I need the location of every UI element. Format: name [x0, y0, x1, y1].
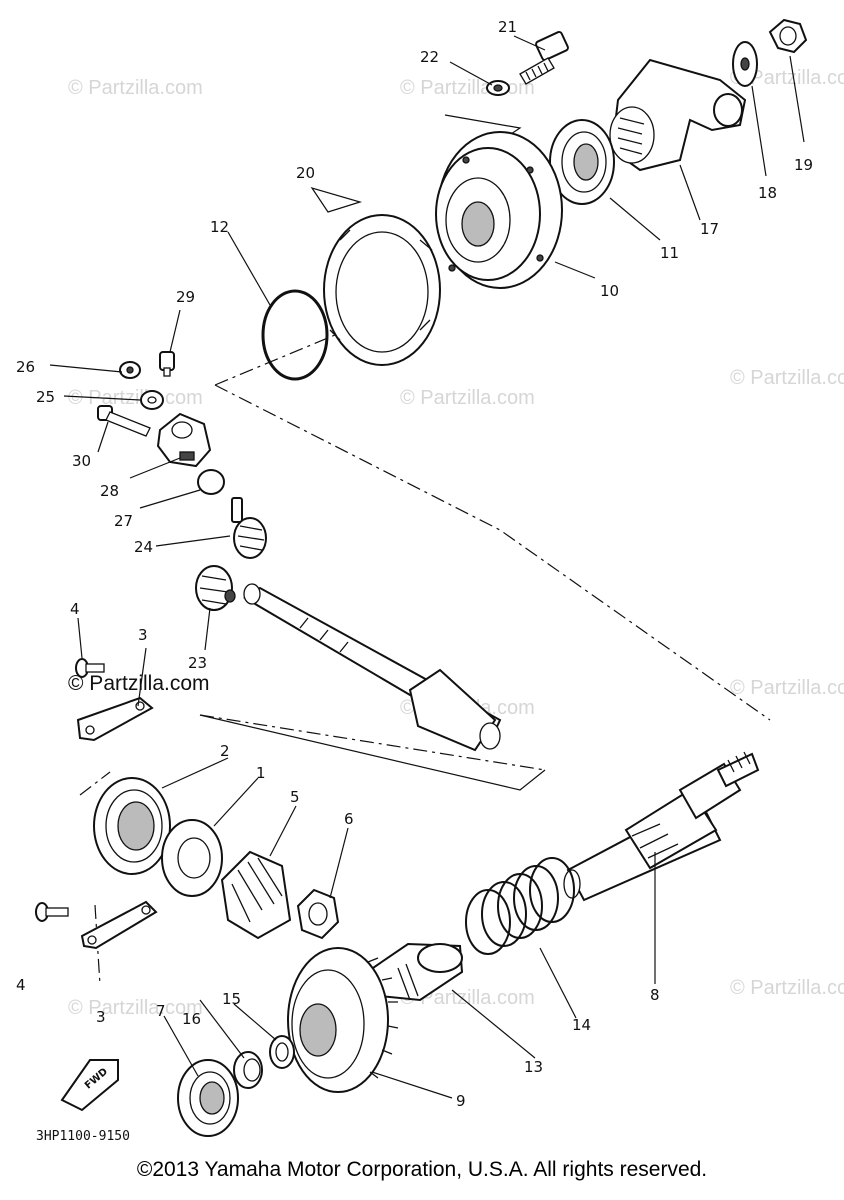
washer-25 [140, 390, 164, 410]
callout-14: 14 [572, 1016, 591, 1034]
callout-12: 12 [210, 218, 229, 236]
callout-20: 20 [296, 164, 315, 182]
callout-19: 19 [794, 156, 813, 174]
callout-6: 6 [344, 810, 354, 828]
watermark: © Partzilla.com [400, 77, 535, 99]
watermark: © Partzilla.com [400, 987, 535, 1009]
washer-22 [486, 80, 510, 96]
oil-seal-11 [549, 119, 615, 205]
callout-numbers: 21 22 19 18 17 11 10 20 12 29 26 25 30 2… [16, 18, 813, 1110]
callout-28: 28 [100, 482, 119, 500]
bracket-28 [156, 412, 212, 468]
bearing-2 [93, 777, 171, 875]
leader-lines [49, 35, 805, 1099]
spring-14 [465, 857, 575, 955]
housing-10 [435, 131, 563, 289]
callout-5: 5 [290, 788, 300, 806]
bearing-7 [177, 1059, 239, 1137]
watermark: © Partzilla.com [68, 997, 203, 1019]
gear-24 [231, 497, 267, 559]
o-ring-27 [197, 469, 225, 495]
bolt-4-lower [35, 902, 69, 922]
o-ring-12 [261, 289, 329, 381]
watermark: © Partzilla.com [730, 367, 844, 389]
callout-9: 9 [456, 1092, 466, 1110]
callout-24: 24 [134, 538, 153, 556]
callout-7: 7 [156, 1002, 166, 1020]
callout-4-lower: 4 [16, 976, 26, 994]
callout-10: 10 [600, 282, 619, 300]
callout-3-lower: 3 [96, 1008, 106, 1026]
gasket-20 [323, 214, 441, 366]
bolt-30 [97, 405, 151, 437]
pinion-gear-5 [220, 850, 292, 940]
plate-3-lower [80, 900, 158, 950]
copyright-notice: ©2013 Yamaha Motor Corporation, U.S.A. A… [136, 1158, 708, 1181]
callout-17: 17 [700, 220, 719, 238]
callout-16: 16 [182, 1010, 201, 1028]
watermark: © Partzilla.com [68, 387, 203, 409]
callout-1: 1 [256, 764, 266, 782]
screw-29 [159, 351, 175, 377]
collar-16 [233, 1051, 263, 1089]
fwd-arrow-icon: FWD [60, 1059, 119, 1112]
watermark: © Partzilla.com [730, 977, 844, 999]
drive-shaft [243, 583, 502, 752]
callout-30: 30 [72, 452, 91, 470]
shim-1 [161, 819, 223, 897]
shaft-8 [563, 751, 760, 902]
plate-3-upper [76, 696, 154, 742]
callout-26: 26 [16, 358, 35, 376]
ring-gear-9 [287, 947, 399, 1093]
callout-22: 22 [420, 48, 439, 66]
watermark: © Partzilla.com [68, 77, 203, 99]
callout-13: 13 [524, 1058, 543, 1076]
nut-6 [296, 888, 340, 940]
callout-11: 11 [660, 244, 679, 262]
callout-23: 23 [188, 654, 207, 672]
watermark: © Partzilla.com [730, 677, 844, 699]
callout-25: 25 [36, 388, 55, 406]
nut-19 [768, 18, 808, 54]
callout-4-upper: 4 [70, 600, 80, 618]
gear-23 [195, 565, 236, 611]
callout-29: 29 [176, 288, 195, 306]
callout-15: 15 [222, 990, 241, 1008]
bolt-21 [519, 31, 569, 85]
washer-18 [732, 41, 758, 87]
bolt-4-upper [75, 658, 105, 678]
watermark-dark: © Partzilla.com [68, 672, 210, 695]
yoke-17 [609, 58, 747, 172]
callout-18: 18 [758, 184, 777, 202]
callout-2: 2 [220, 742, 230, 760]
callout-27: 27 [114, 512, 133, 530]
callout-8: 8 [650, 986, 660, 1004]
watermark: © Partzilla.com [730, 67, 844, 89]
callout-21: 21 [498, 18, 517, 36]
watermark: © Partzilla.com [400, 387, 535, 409]
callout-3-upper: 3 [138, 626, 148, 644]
washer-26 [119, 361, 141, 379]
washer-15 [269, 1035, 295, 1069]
diagram-code: 3HP1100-9150 [36, 1129, 130, 1144]
